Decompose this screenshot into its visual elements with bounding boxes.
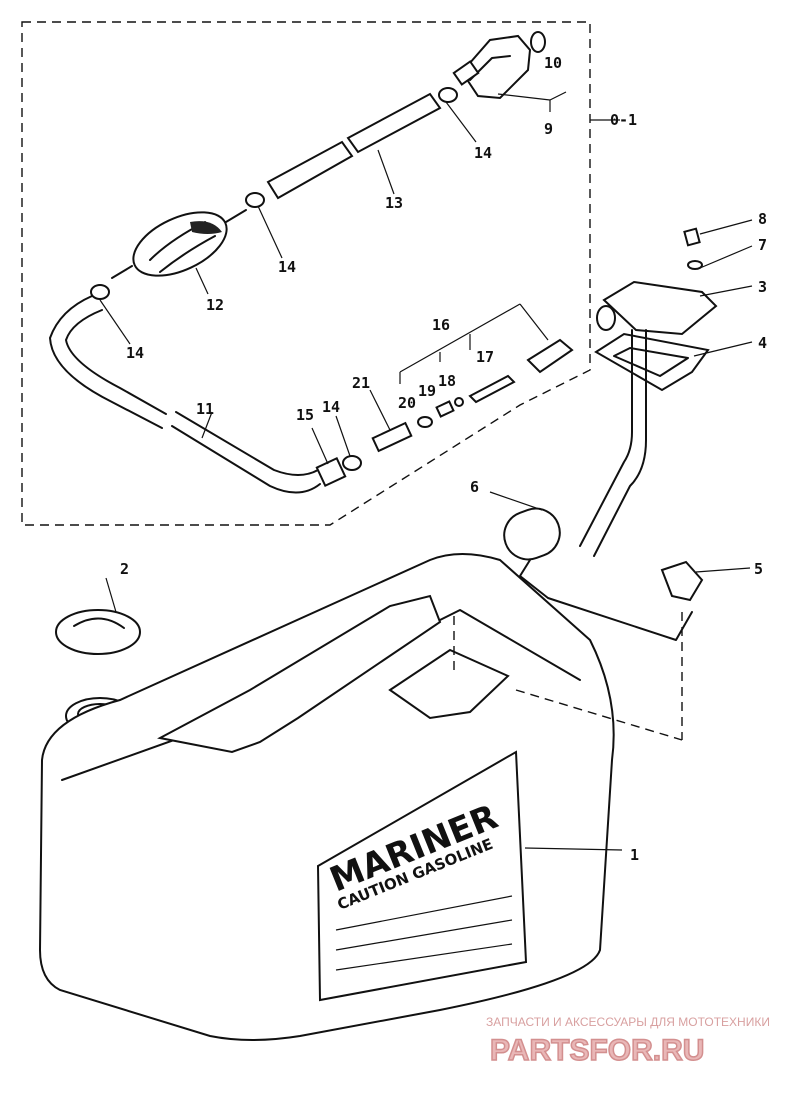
upper-hose [266, 92, 442, 200]
label-14-b: 14 [278, 258, 296, 276]
pickup-assembly [579, 227, 718, 557]
fuel-tank: MARINER CAUTION GASOLINE [38, 553, 615, 1041]
label-15: 15 [296, 406, 314, 424]
label-1: 1 [630, 846, 639, 864]
lower-hose [49, 295, 321, 494]
label-11: 11 [196, 400, 214, 418]
label-7: 7 [758, 236, 767, 254]
primer-bulb [111, 209, 247, 279]
label-10: 10 [544, 54, 562, 72]
label-2: 2 [120, 560, 129, 578]
label-14-d: 14 [322, 398, 340, 416]
watermark-site: PARTSFOR.RU [490, 1034, 704, 1067]
label-14-a: 14 [474, 144, 492, 162]
label-18: 18 [438, 372, 456, 390]
label-5: 5 [754, 560, 763, 578]
leader-lines [99, 101, 753, 851]
watermark: ЗАПЧАСТИ И АКСЕССУАРЫ ДЛЯ МОТОТЕХНИКИ PA… [486, 1015, 770, 1068]
label-3: 3 [758, 278, 767, 296]
label-6: 6 [470, 478, 479, 496]
o-ring [530, 31, 546, 53]
watermark-tagline: ЗАПЧАСТИ И АКСЕССУАРЫ ДЛЯ МОТОТЕХНИКИ [486, 1015, 770, 1029]
label-4: 4 [758, 334, 767, 352]
label-21: 21 [352, 374, 370, 392]
label-12: 12 [206, 296, 224, 314]
assembly-boundary [21, 21, 620, 526]
label-19: 19 [418, 382, 436, 400]
label-20: 20 [398, 394, 416, 412]
label-9: 9 [544, 120, 553, 138]
fittings [315, 303, 574, 488]
label-16: 16 [432, 316, 450, 334]
label-8: 8 [758, 210, 767, 228]
label-13: 13 [385, 194, 403, 212]
fuel-connector [452, 31, 567, 112]
label-17: 17 [476, 348, 494, 366]
label-0-1: 0-1 [610, 111, 637, 129]
part-number-labels: 0-1 1 2 3 4 5 6 7 8 9 10 11 12 13 14 14 … [120, 54, 767, 864]
label-14-c: 14 [126, 344, 144, 362]
hose-clamps [90, 87, 458, 471]
float-and-gauge [503, 507, 704, 641]
tank-decal [316, 750, 528, 1002]
